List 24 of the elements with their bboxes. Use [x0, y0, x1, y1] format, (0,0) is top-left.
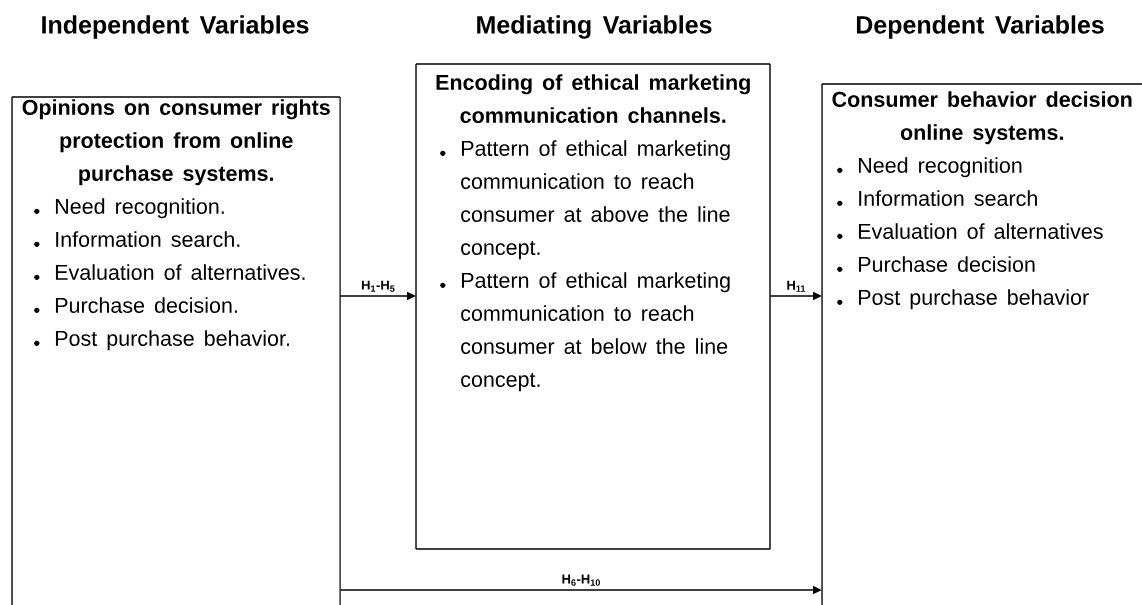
bullet-item: Evaluation of alternatives — [858, 223, 1103, 239]
edge-label: H$_{11}$ — [787, 280, 806, 292]
variable-box — [821, 83, 1142, 605]
variable-box — [11, 96, 341, 605]
bullet-item: Information search — [859, 190, 1037, 206]
bullet-item: Post purchase behavior — [858, 289, 1089, 310]
column-heading: Independent Variables — [42, 15, 309, 39]
bullet-item: Information search. — [56, 231, 240, 247]
bullet-item: Purchase decision — [858, 256, 1035, 272]
edge-label: H$_{1}$-H$_{5}$ — [361, 280, 395, 292]
bullet-item: Pattern of ethical marketing communication to reach consumer at above the line concept. — [461, 140, 730, 260]
bullet-item: Purchase decision. — [55, 297, 237, 313]
bullet-item: Pattern of ethical marketing communication to reach consumer at below the line concept. — [461, 272, 730, 392]
box-heading: Encoding of ethical marketing communication channels. — [436, 74, 750, 123]
bullet-item: Need recognition — [858, 157, 1022, 178]
column-heading: Mediating Variables — [477, 15, 712, 39]
box-heading: Consumer behavior decision online systems. — [832, 91, 1132, 145]
variable-box — [415, 63, 771, 550]
bullet-item: Post purchase behavior. — [55, 330, 289, 351]
box-heading: Opinions on consumer rights protection from online purchase systems. — [22, 99, 330, 186]
column-heading: Dependent Variables — [856, 15, 1104, 39]
bullet-item: Need recognition. — [55, 198, 224, 219]
bullet-item: Evaluation of alternatives. — [55, 264, 305, 280]
edge-label: H$_{6}$-H$_{10}$ — [562, 574, 600, 586]
